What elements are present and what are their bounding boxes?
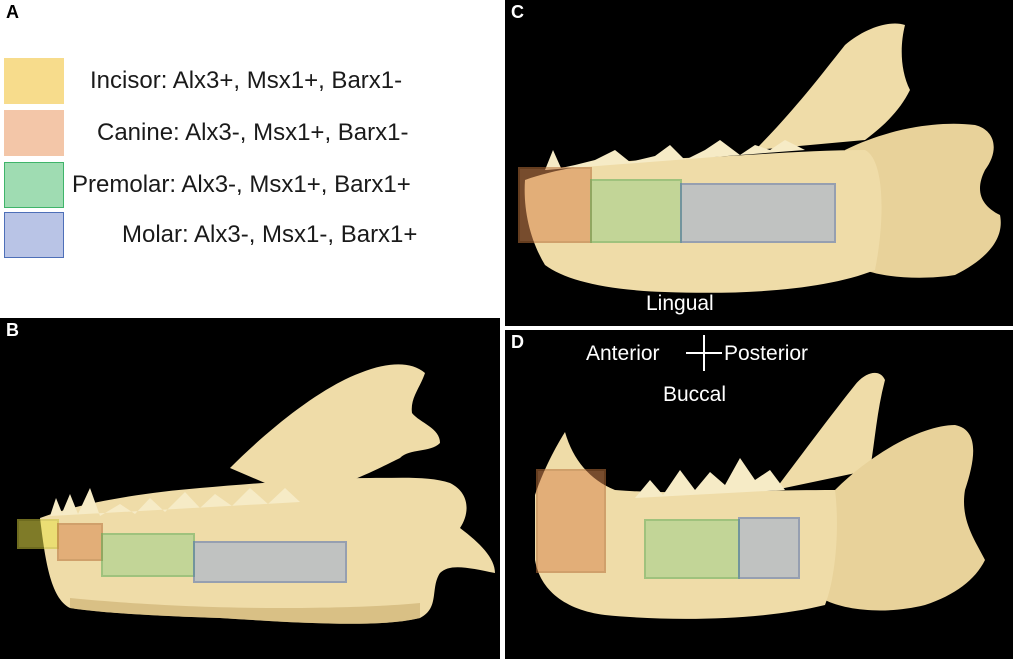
molar-region-b [193,541,347,583]
mandible-image-b [17,364,495,624]
orientation-posterior: Posterior [724,342,809,365]
panel-d-mandible-view: D [505,330,1013,659]
orientation-lingual: Lingual [646,292,714,315]
panel-b-mandible-lateral: B [0,318,500,659]
incisor-swatch [4,58,64,104]
premolar-swatch [4,162,64,208]
incisor-region-b [17,519,59,549]
canine-region-b [57,523,103,561]
panel-a-legend: A Incisor: Alx3+, Msx1+, Barx1- Canine: … [0,0,497,312]
orientation-anterior: Anterior [586,342,660,365]
legend-item-canine: Canine: Alx3-, Msx1+, Barx1- [4,110,494,158]
orientation-buccal: Buccal [663,383,727,406]
panel-label-d: D [511,332,524,352]
legend-label-canine: Canine: Alx3-, Msx1+, Barx1- [97,119,409,146]
legend-label-premolar: Premolar: Alx3-, Msx1+, Barx1+ [72,171,411,198]
molar-region-c [680,183,836,243]
canine-region-d [536,469,606,573]
canine-region-c [518,167,592,243]
premolar-region-b [101,533,195,577]
legend-label-molar: Molar: Alx3-, Msx1-, Barx1+ [122,221,418,248]
legend-item-premolar: Premolar: Alx3-, Msx1+, Barx1+ [4,162,494,210]
mandible-image-d [535,372,985,619]
panel-label-c: C [511,2,524,22]
panel-c-mandible-oblique: C [505,0,1013,326]
canine-swatch [4,110,64,156]
legend-item-incisor: Incisor: Alx3+, Msx1+, Barx1- [4,58,494,106]
orientation-cross-vertical [703,335,705,371]
molar-swatch [4,212,64,258]
premolar-region-d [644,519,740,579]
legend-item-molar: Molar: Alx3-, Msx1-, Barx1+ [4,212,494,260]
panel-label-b: B [6,320,19,340]
panel-label-a: A [6,2,19,22]
legend-label-incisor: Incisor: Alx3+, Msx1+, Barx1- [90,67,403,94]
premolar-region-c [590,179,682,243]
molar-region-d [738,517,800,579]
mandible-image-c [518,23,1001,293]
